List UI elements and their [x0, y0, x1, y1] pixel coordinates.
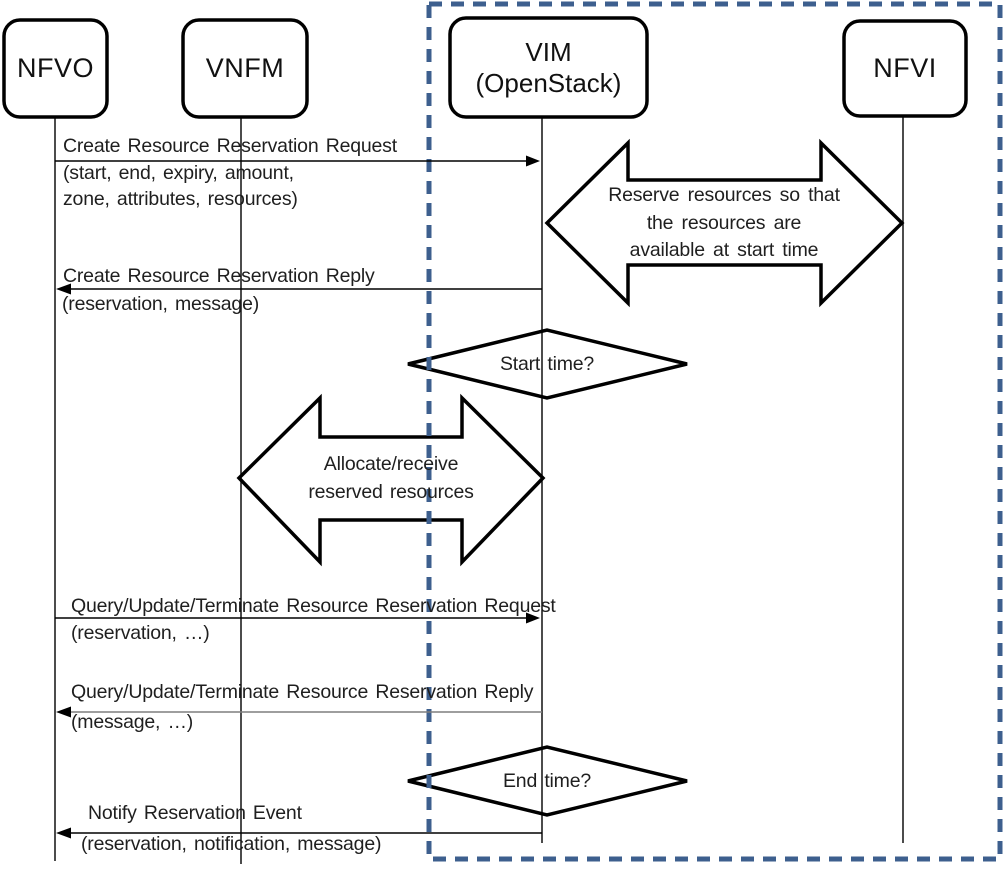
- allocate-resources-label: Allocate/receive reserved resources: [241, 450, 541, 506]
- message-create-request-params1: (start, end, expiry, amount,: [63, 162, 294, 184]
- reserve-resources-line2: the resources are: [646, 211, 802, 234]
- actor-box-vim: [448, 16, 649, 119]
- actor-label-nfvi: NFVI: [873, 53, 937, 83]
- reserve-resources-line3: available at start time: [629, 239, 819, 261]
- reserve-resources-label: Reserve resources so that the resources …: [552, 182, 896, 265]
- actor-label-vnfm: VNFM: [205, 53, 285, 83]
- decision-end-time-label: End time?: [503, 770, 591, 792]
- allocate-resources-double-arrow: [236, 393, 546, 567]
- actor-box-nfvi: [842, 19, 968, 118]
- message-notify-event-title: Notify Reservation Event: [88, 802, 302, 824]
- actor-label-vim-line1: VIM: [525, 36, 572, 67]
- message-create-request-title: Create Resource Reservation Request: [63, 135, 397, 157]
- arrowhead-query-reply: [56, 706, 71, 718]
- decision-diamond-end-time: [407, 745, 688, 817]
- arrowhead-create-request: [526, 155, 540, 167]
- reserve-resources-line1: Reserve resources so that: [608, 184, 840, 206]
- reserve-resources-double-arrow: [544, 138, 905, 308]
- message-notify-event-params: (reservation, notification, message): [81, 833, 382, 855]
- allocate-resources-line2: reserved resources: [308, 481, 474, 503]
- allocate-resources-line1: Allocate/receive: [323, 453, 459, 475]
- message-create-reply-params: (reservation, message): [62, 293, 260, 315]
- message-query-reply-params: (message, …): [71, 711, 194, 733]
- actor-label-vim-line2: (OpenStack): [475, 67, 622, 98]
- arrowhead-query-request: [526, 612, 540, 624]
- message-create-reply-title: Create Resource Reservation Reply: [63, 265, 375, 287]
- message-query-request-params: (reservation, …): [71, 622, 210, 644]
- arrowhead-notify-event: [56, 827, 71, 839]
- actor-label-vim: VIM (OpenStack): [450, 18, 647, 117]
- message-query-reply-title: Query/Update/Terminate Resource Reservat…: [71, 681, 534, 703]
- actor-box-vnfm: [181, 18, 309, 119]
- message-query-request-title: Query/Update/Terminate Resource Reservat…: [71, 595, 556, 617]
- decision-diamond-start-time: [407, 328, 688, 400]
- arrowhead-create-reply: [56, 283, 71, 295]
- message-create-request-params2: zone, attributes, resources): [63, 188, 298, 210]
- decision-start-time-label: Start time?: [499, 353, 595, 375]
- actor-label-nfvo: NFVO: [16, 53, 94, 83]
- vim-nfvi-scope-dashed-border: [426, 1, 1003, 862]
